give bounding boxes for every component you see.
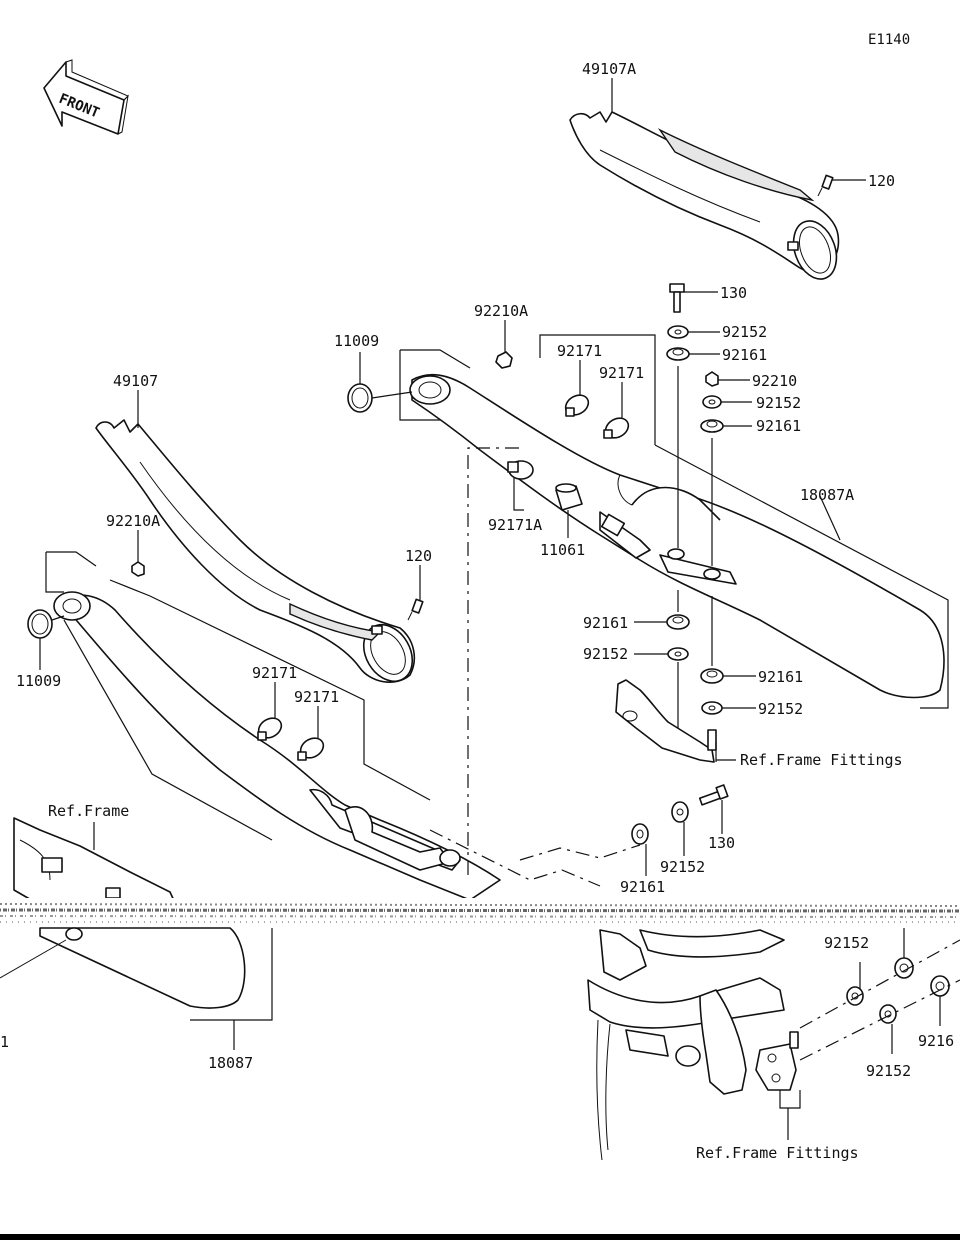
callout-92171-c: 92171 <box>252 664 297 682</box>
callout-92152-b: 92152 <box>756 394 801 412</box>
clamp-92171-b <box>603 417 630 439</box>
ref-frame-fittings-bottom: Ref.Frame Fittings <box>696 1144 859 1162</box>
frame-left <box>13 817 177 906</box>
grommet-92161-d <box>700 668 724 684</box>
callout-92161-e: 92161 <box>620 878 665 896</box>
callout-11009-top: 11009 <box>334 332 379 350</box>
bottom-border <box>0 1234 960 1240</box>
callout-92161-c: 92161 <box>583 614 628 632</box>
washer-92152-e <box>671 801 689 823</box>
callout-92171-b: 92171 <box>599 364 644 382</box>
callout-92171A: 92171A <box>488 516 542 534</box>
callout-92152-c: 92152 <box>583 645 628 663</box>
washer-92152-a <box>667 325 689 339</box>
washer-92152-b <box>702 395 722 409</box>
ref-frame-fittings-top: Ref.Frame Fittings <box>740 751 903 769</box>
washer-92152-d <box>701 701 723 715</box>
callout-92161-a: 92161 <box>722 346 767 364</box>
callout-18087: 18087 <box>208 1054 253 1072</box>
callout-11061: 11061 <box>540 541 585 559</box>
bolt-130-top <box>669 283 685 313</box>
callout-92152-g: 92152 <box>866 1062 911 1080</box>
callout-130-top: 130 <box>720 284 747 302</box>
grommet-92161-c <box>666 614 690 630</box>
callout-92152-f: 92152 <box>824 934 869 952</box>
frame-lower-right <box>587 929 799 1161</box>
gasket-11009-top <box>347 383 373 413</box>
ref-frame: Ref.Frame <box>48 802 129 820</box>
washer-92152-c <box>667 647 689 661</box>
callout-120-left: 120 <box>405 547 432 565</box>
frame-bracket-top <box>615 679 717 763</box>
washer-92152-g <box>879 1004 897 1024</box>
callout-18087A: 18087A <box>800 486 854 504</box>
clamp-92171A <box>507 460 534 480</box>
sleeve-11061 <box>555 483 583 511</box>
upper-heat-guard <box>569 111 840 280</box>
clamp-92171-c <box>257 717 283 741</box>
screw-120-left <box>407 598 424 621</box>
grommet-92161-b <box>700 419 724 433</box>
nut-92210 <box>705 371 719 387</box>
callout-92171-a: 92171 <box>557 342 602 360</box>
callout-11009-left: 11009 <box>16 672 61 690</box>
callout-49107: 49107 <box>113 372 158 390</box>
callout-92152-a: 92152 <box>722 323 767 341</box>
screw-120-top <box>817 174 834 197</box>
callout-120-top: 120 <box>868 172 895 190</box>
washer-92152-f <box>846 986 864 1006</box>
left-muffler-lower <box>0 927 246 1009</box>
grommet-92161-e <box>631 823 649 845</box>
callout-130-mid: 130 <box>708 834 735 852</box>
callout-92152-e: 92152 <box>660 858 705 876</box>
diagram-code: E1140 <box>868 32 910 48</box>
nut-92210A-top <box>495 351 513 369</box>
callout-92210: 92210 <box>752 372 797 390</box>
callout-1-cut: 1 <box>0 1033 9 1051</box>
front-arrow-icon: FRONT <box>43 59 129 135</box>
callout-9216-cut: 9216 <box>918 1032 954 1050</box>
callout-92171-d: 92171 <box>294 688 339 706</box>
clamp-92171-d <box>297 737 325 761</box>
callout-92161-b: 92161 <box>756 417 801 435</box>
callout-92210A-top: 92210A <box>474 302 528 320</box>
clamp-92171-a <box>564 394 590 417</box>
left-muffler <box>53 591 501 901</box>
grommet-92161-a <box>666 347 690 361</box>
callout-92161-d: 92161 <box>758 668 803 686</box>
gasket-11009-left <box>27 609 53 639</box>
bolt-130-mid <box>698 784 729 806</box>
scan-noise-band <box>0 898 960 928</box>
left-heat-guard <box>95 419 416 683</box>
nut-92210A-left <box>131 561 145 577</box>
callout-92152-d: 92152 <box>758 700 803 718</box>
callout-92210A-left: 92210A <box>106 512 160 530</box>
callout-49107A: 49107A <box>582 60 636 78</box>
